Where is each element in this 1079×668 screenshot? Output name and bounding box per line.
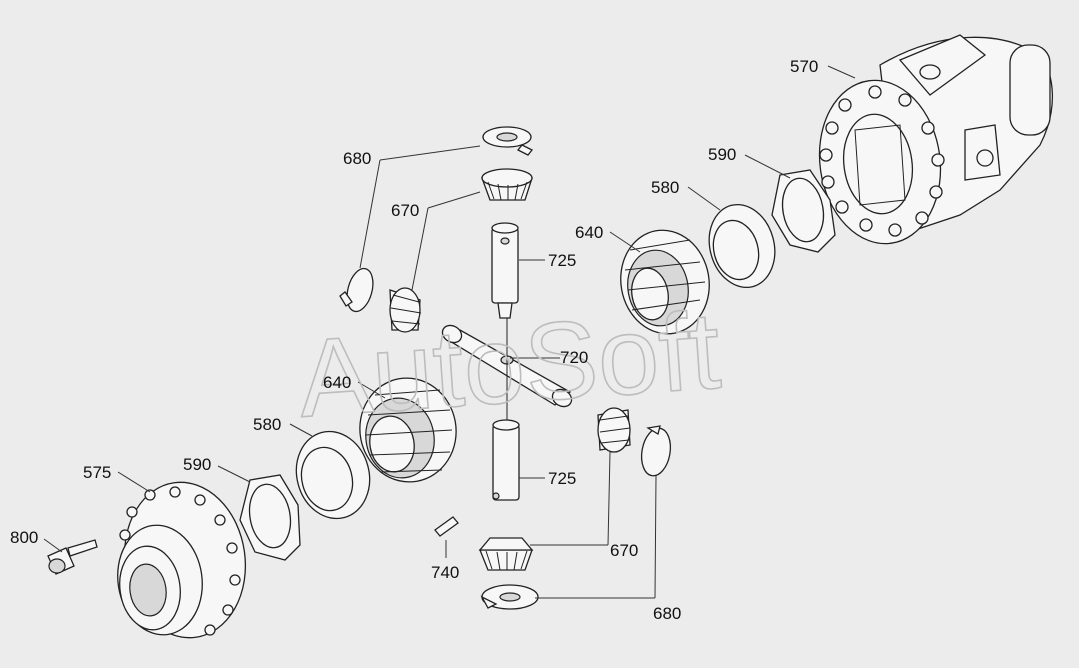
part-thrust-washer-680-left	[339, 267, 374, 313]
callout-575: 575	[83, 463, 111, 482]
callout-labels: 570 590 580 640 680 670 725 720 640 580 …	[10, 57, 818, 623]
part-pinion-gear-670-right	[597, 407, 631, 453]
callout-640: 640	[323, 373, 351, 392]
callout-590: 590	[183, 455, 211, 474]
callout-670: 670	[391, 201, 419, 220]
callout-590: 590	[708, 145, 736, 164]
callout-725: 725	[548, 469, 576, 488]
callout-800: 800	[10, 528, 38, 547]
part-pinion-gear-670-bottom	[478, 537, 534, 571]
callout-640: 640	[575, 223, 603, 242]
callout-725: 725	[548, 251, 576, 270]
part-thrust-washer-680-top	[482, 126, 534, 156]
housing-bolt-holes	[819, 85, 945, 237]
part-side-gear-640-right	[620, 229, 710, 335]
cover-bolt-holes	[119, 486, 241, 636]
callout-680: 680	[653, 604, 681, 623]
watermark: AutoSoft	[294, 289, 724, 441]
leader-lines	[43, 65, 856, 599]
part-housing-cover-575	[117, 481, 247, 639]
part-bearing-ring-580-left	[295, 430, 371, 520]
part-bearing-ring-580-right	[708, 203, 776, 289]
part-differential-housing-570	[818, 34, 1054, 245]
part-thrust-washer-590-right	[771, 169, 836, 253]
part-roll-pin-740	[434, 516, 459, 537]
part-thrust-washer-590-left	[239, 474, 301, 561]
part-thrust-washer-680-right	[640, 425, 672, 477]
callout-580: 580	[253, 415, 281, 434]
part-side-gear-640-left	[359, 377, 457, 483]
part-cross-shaft-720	[441, 318, 573, 425]
part-pin-725-top	[491, 222, 519, 319]
callout-720: 720	[560, 348, 588, 367]
callout-740: 740	[431, 563, 459, 582]
part-pin-725-bottom	[492, 419, 520, 501]
callout-680: 680	[343, 149, 371, 168]
part-bolt-800	[47, 539, 98, 575]
callout-580: 580	[651, 178, 679, 197]
part-pinion-gear-670-top	[481, 168, 533, 201]
part-pinion-gear-670-left	[389, 287, 422, 333]
part-thrust-washer-680-bottom	[480, 584, 539, 610]
callout-570: 570	[790, 57, 818, 76]
callout-670: 670	[610, 541, 638, 560]
